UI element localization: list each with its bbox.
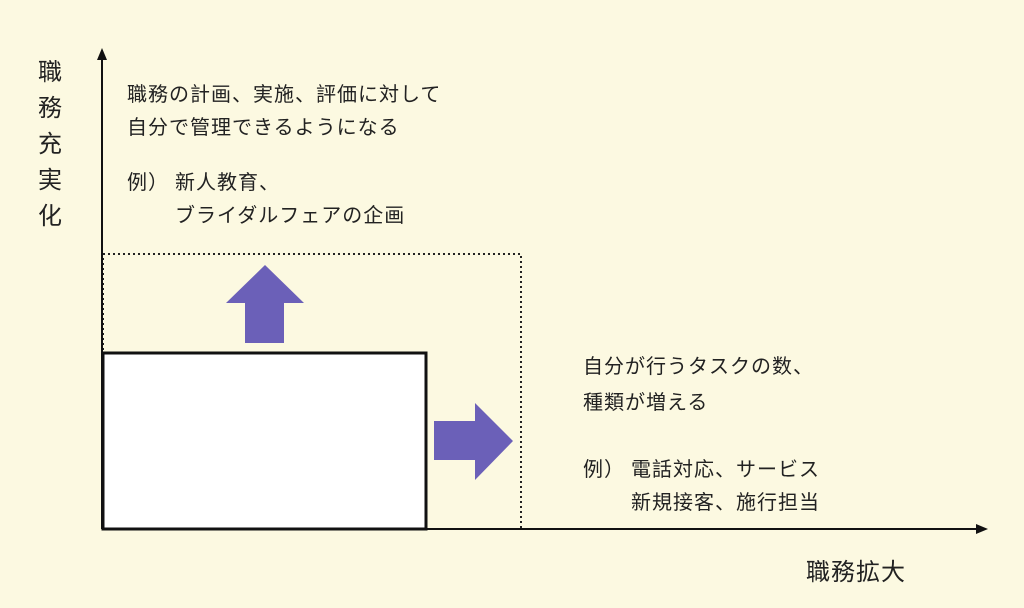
enlargement-desc-line1: 自分が行うタスクの数、 xyxy=(583,354,814,378)
y-axis-label: 職 務 充 実 化 xyxy=(34,54,66,234)
y-label-char: 職 xyxy=(38,58,62,86)
y-label-char: 務 xyxy=(38,94,62,122)
y-label-char: 化 xyxy=(38,202,62,230)
right-arrow-icon xyxy=(434,403,513,480)
enrichment-desc-line2: 自分で管理できるようになる xyxy=(127,115,400,139)
enlargement-example1: 電話対応、サービス xyxy=(631,457,820,481)
enrichment-example1: 新人教育、 xyxy=(175,170,280,194)
y-axis-arrowhead xyxy=(97,48,107,60)
enlargement-desc-line2: 種類が増える xyxy=(583,390,709,414)
enrichment-example2: ブライダルフェアの企画 xyxy=(175,203,406,227)
enlargement-example2: 新規接客、施行担当 xyxy=(631,490,820,514)
enrichment-example-prefix: 例） xyxy=(127,170,169,194)
x-axis-label: 職務拡大 xyxy=(806,558,906,586)
y-label-char: 実 xyxy=(38,166,62,194)
current-job-box xyxy=(101,351,428,531)
enlargement-example-prefix: 例） xyxy=(583,457,625,481)
enrichment-desc-line1: 職務の計画、実施、評価に対して xyxy=(127,82,442,106)
up-arrow-icon xyxy=(226,265,304,343)
x-axis-arrowhead xyxy=(976,524,988,534)
y-label-char: 充 xyxy=(38,130,62,158)
